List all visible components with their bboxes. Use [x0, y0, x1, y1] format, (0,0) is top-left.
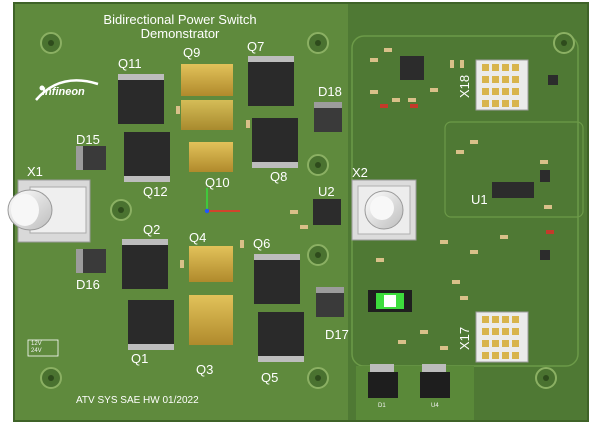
- designator-d16: D16: [76, 277, 100, 292]
- diode-icon: [76, 102, 344, 317]
- designator-q6: Q6: [253, 236, 271, 251]
- axis-gizmo-icon: [204, 188, 240, 214]
- chip-icon: [313, 199, 341, 225]
- designator-q8: Q8: [270, 169, 288, 184]
- board-title-line1: Bidirectional Power Switch: [103, 12, 257, 27]
- designator-q12: Q12: [143, 184, 168, 199]
- designator-d18: D18: [318, 84, 342, 99]
- x2-connector: [351, 179, 417, 241]
- designator-q9: Q9: [183, 45, 201, 60]
- designator-q3: Q3: [196, 362, 214, 377]
- mounting-hole-icon: [40, 32, 575, 389]
- red-resistors: [380, 104, 554, 234]
- designator-u2: U2: [318, 184, 335, 199]
- designator-d17: D17: [325, 327, 349, 342]
- designator-x18: X18: [457, 74, 472, 98]
- brand-logo-text: Infineon: [42, 86, 85, 98]
- chip-icon: [492, 182, 534, 198]
- designator-d15: D15: [76, 132, 100, 147]
- bottom-power-block: [356, 364, 474, 420]
- designator-q11: Q11: [118, 56, 142, 71]
- designator-u1: U1: [471, 192, 488, 207]
- designator-q10: Q10: [205, 175, 230, 190]
- board-title-line2: Demonstrator: [140, 26, 220, 41]
- voltage-box: [27, 339, 59, 357]
- designator-x17: X17: [457, 326, 472, 350]
- copper-pad-mosfet: [181, 64, 233, 345]
- board-footer: ATV SYS SAE HW 01/2022: [76, 395, 199, 406]
- designator-d1: D1: [378, 403, 386, 409]
- chip-icon: [400, 56, 424, 80]
- connector-icon: [475, 59, 529, 363]
- designator-x2: X2: [352, 165, 368, 180]
- mosfet-icon: [118, 56, 304, 362]
- infineon-logo: [35, 79, 99, 101]
- designator-q2: Q2: [143, 222, 161, 237]
- designator-q1: Q1: [131, 351, 149, 366]
- led-module: [368, 290, 412, 312]
- designator-q7: Q7: [247, 39, 265, 54]
- designator-x1: X1: [27, 164, 43, 179]
- designator-q4: Q4: [189, 230, 207, 245]
- passive-components: [176, 48, 552, 350]
- designator-q5: Q5: [261, 370, 279, 385]
- x1-connector: [7, 179, 91, 243]
- voltage-label-24v: 24V: [31, 348, 42, 354]
- small-ics: [540, 75, 558, 260]
- voltage-label-12v: 12V: [31, 341, 42, 347]
- designator-u4: U4: [431, 403, 439, 409]
